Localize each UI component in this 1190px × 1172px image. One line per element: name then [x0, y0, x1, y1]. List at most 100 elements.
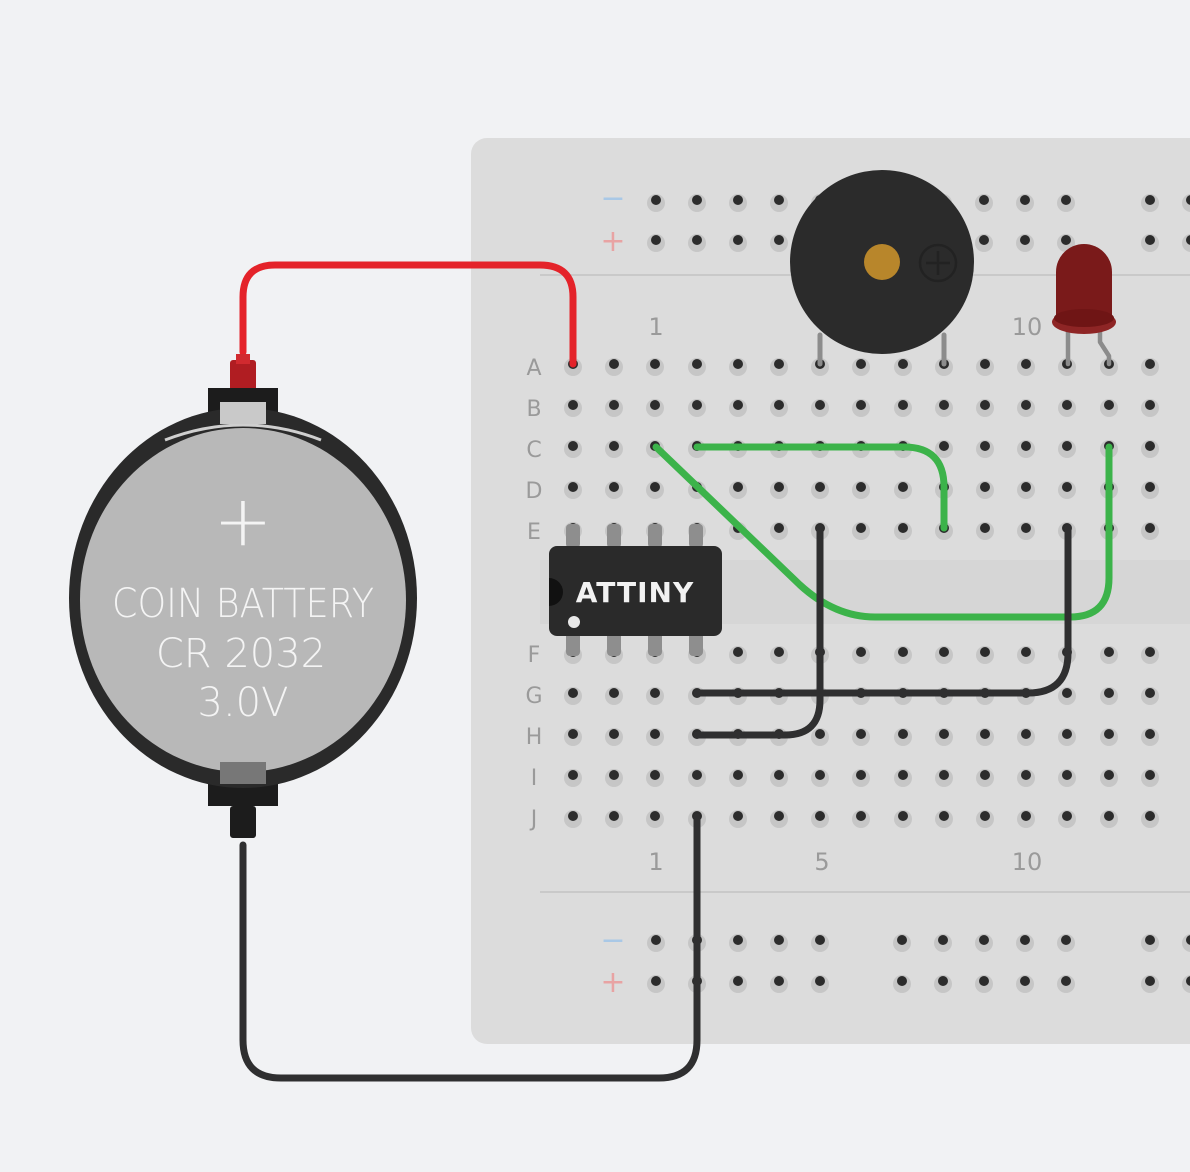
rail-hole[interactable]: [774, 935, 784, 945]
breadboard-hole[interactable]: [856, 770, 866, 780]
breadboard-hole[interactable]: [650, 729, 660, 739]
breadboard-hole[interactable]: [733, 482, 743, 492]
breadboard-hole[interactable]: [815, 400, 825, 410]
breadboard-hole[interactable]: [1021, 811, 1031, 821]
breadboard-hole[interactable]: [1145, 770, 1155, 780]
rail-hole[interactable]: [1020, 976, 1030, 986]
rail-hole[interactable]: [1020, 935, 1030, 945]
breadboard-hole[interactable]: [1145, 482, 1155, 492]
breadboard-hole[interactable]: [939, 770, 949, 780]
breadboard-hole[interactable]: [1062, 729, 1072, 739]
breadboard-hole[interactable]: [898, 729, 908, 739]
wire-buzzer-to-g4[interactable]: [693, 524, 1072, 697]
breadboard-hole[interactable]: [568, 811, 578, 821]
breadboard-hole[interactable]: [774, 770, 784, 780]
breadboard-hole[interactable]: [609, 729, 619, 739]
breadboard-hole[interactable]: [939, 647, 949, 657]
breadboard-hole[interactable]: [980, 482, 990, 492]
breadboard-hole[interactable]: [609, 359, 619, 369]
breadboard-hole[interactable]: [1104, 770, 1114, 780]
attiny-chip[interactable]: ATTINY: [549, 524, 722, 656]
breadboard-hole[interactable]: [733, 811, 743, 821]
breadboard-hole[interactable]: [856, 523, 866, 533]
breadboard-hole[interactable]: [650, 770, 660, 780]
rail-hole[interactable]: [774, 235, 784, 245]
rail-hole[interactable]: [651, 235, 661, 245]
breadboard-hole[interactable]: [980, 523, 990, 533]
rail-hole[interactable]: [1145, 235, 1155, 245]
breadboard-hole[interactable]: [568, 400, 578, 410]
breadboard-hole[interactable]: [733, 359, 743, 369]
rail-hole[interactable]: [774, 976, 784, 986]
breadboard-hole[interactable]: [1145, 729, 1155, 739]
rail-hole[interactable]: [815, 935, 825, 945]
rail-hole[interactable]: [1061, 195, 1071, 205]
rail-hole[interactable]: [692, 235, 702, 245]
rail-hole[interactable]: [651, 976, 661, 986]
breadboard-hole[interactable]: [609, 811, 619, 821]
breadboard-hole[interactable]: [1104, 647, 1114, 657]
breadboard-hole[interactable]: [856, 400, 866, 410]
breadboard-hole[interactable]: [692, 359, 702, 369]
breadboard-hole[interactable]: [856, 359, 866, 369]
wire-battery-negative[interactable]: [239, 813, 701, 1082]
breadboard-hole[interactable]: [692, 770, 702, 780]
rail-hole[interactable]: [979, 935, 989, 945]
breadboard-hole[interactable]: [1104, 688, 1114, 698]
breadboard-hole[interactable]: [568, 482, 578, 492]
breadboard-hole[interactable]: [733, 400, 743, 410]
breadboard-hole[interactable]: [1062, 441, 1072, 451]
breadboard-hole[interactable]: [898, 400, 908, 410]
breadboard-hole[interactable]: [1145, 647, 1155, 657]
breadboard-hole[interactable]: [980, 359, 990, 369]
rail-hole[interactable]: [979, 235, 989, 245]
rail-hole[interactable]: [1186, 235, 1190, 245]
rail-hole[interactable]: [1061, 976, 1071, 986]
breadboard-hole[interactable]: [650, 811, 660, 821]
led[interactable]: [1052, 244, 1116, 367]
rail-hole[interactable]: [733, 235, 743, 245]
rail-hole[interactable]: [651, 935, 661, 945]
breadboard-hole[interactable]: [1021, 482, 1031, 492]
rail-hole[interactable]: [938, 976, 948, 986]
piezo-buzzer[interactable]: [790, 170, 974, 367]
rail-hole[interactable]: [897, 976, 907, 986]
breadboard-hole[interactable]: [898, 647, 908, 657]
rail-hole[interactable]: [897, 935, 907, 945]
breadboard-hole[interactable]: [774, 523, 784, 533]
breadboard-hole[interactable]: [1062, 688, 1072, 698]
breadboard-hole[interactable]: [980, 729, 990, 739]
rail-hole[interactable]: [1186, 195, 1190, 205]
rail-hole[interactable]: [774, 195, 784, 205]
breadboard-hole[interactable]: [1145, 688, 1155, 698]
breadboard-hole[interactable]: [609, 400, 619, 410]
breadboard-hole[interactable]: [650, 400, 660, 410]
breadboard-hole[interactable]: [1145, 523, 1155, 533]
breadboard-hole[interactable]: [1021, 523, 1031, 533]
rail-hole[interactable]: [1020, 195, 1030, 205]
breadboard-hole[interactable]: [980, 647, 990, 657]
breadboard-hole[interactable]: [774, 811, 784, 821]
rail-hole[interactable]: [815, 976, 825, 986]
breadboard-hole[interactable]: [1062, 770, 1072, 780]
breadboard-hole[interactable]: [568, 688, 578, 698]
breadboard-hole[interactable]: [856, 482, 866, 492]
rail-hole[interactable]: [979, 195, 989, 205]
wire-led-to-h4[interactable]: [693, 524, 824, 739]
breadboard-hole[interactable]: [733, 770, 743, 780]
rail-hole[interactable]: [1145, 976, 1155, 986]
breadboard-hole[interactable]: [1062, 400, 1072, 410]
rail-hole[interactable]: [1186, 976, 1190, 986]
breadboard-hole[interactable]: [856, 729, 866, 739]
breadboard-hole[interactable]: [609, 688, 619, 698]
breadboard-hole[interactable]: [856, 647, 866, 657]
breadboard-hole[interactable]: [650, 482, 660, 492]
breadboard-hole[interactable]: [939, 729, 949, 739]
breadboard-hole[interactable]: [774, 482, 784, 492]
breadboard-hole[interactable]: [1145, 400, 1155, 410]
breadboard-hole[interactable]: [856, 811, 866, 821]
breadboard-hole[interactable]: [568, 770, 578, 780]
rail-hole[interactable]: [1145, 195, 1155, 205]
breadboard-hole[interactable]: [692, 400, 702, 410]
breadboard-hole[interactable]: [815, 482, 825, 492]
